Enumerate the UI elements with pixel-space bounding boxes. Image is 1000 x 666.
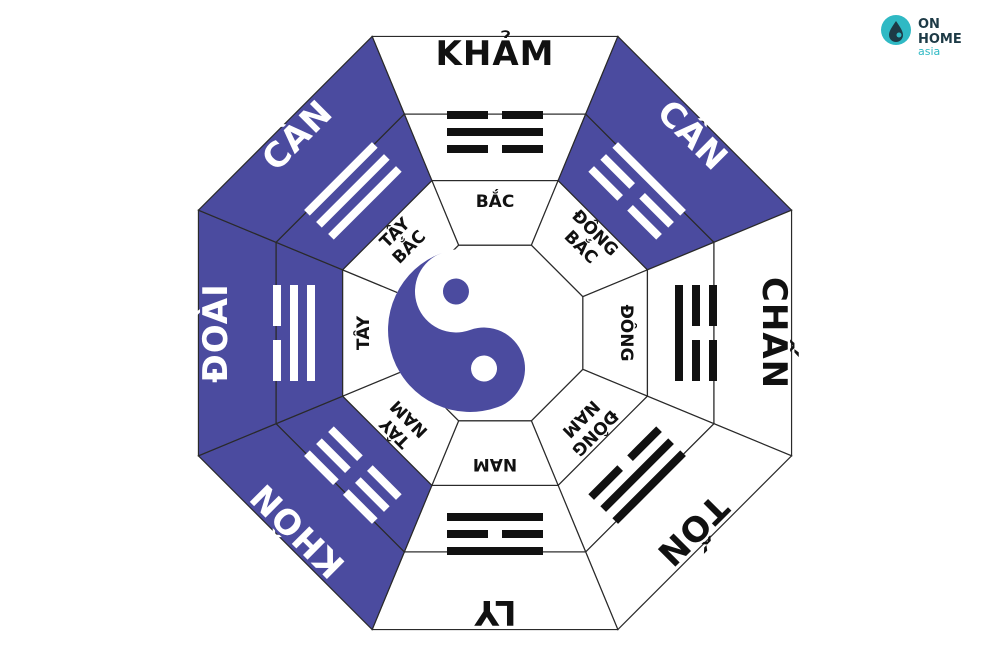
direction-west: TÂY	[352, 315, 374, 350]
trigram-east	[675, 285, 717, 381]
yin-line-left	[502, 530, 543, 538]
drop-icon	[881, 15, 911, 45]
yang-line	[612, 450, 686, 524]
yin-yang-symbol	[388, 248, 552, 412]
yang-line	[447, 128, 543, 136]
trigram-southeast	[588, 426, 686, 524]
direction-east: ĐÔNG	[616, 305, 638, 362]
trigram-northwest	[304, 142, 402, 240]
yin-line-left	[367, 465, 402, 500]
yin-line-left	[692, 285, 700, 326]
yin-line-left	[342, 489, 378, 524]
yin-line-right	[692, 340, 700, 381]
trigram-name-east: CHẤN	[754, 277, 799, 389]
direction-north: BẮC	[476, 188, 515, 212]
yin-line-left	[273, 340, 281, 381]
yin-line-left	[447, 111, 488, 119]
direction-word: NAM	[473, 454, 517, 474]
yin-line-right	[627, 205, 662, 240]
trigram-southwest	[304, 426, 402, 524]
trigram-south	[447, 513, 543, 555]
yin-line-right	[502, 145, 543, 153]
logo-word-on: ON	[918, 17, 940, 32]
logo-word-home: HOME	[918, 32, 962, 47]
yang-line	[600, 438, 674, 512]
yang-line	[290, 285, 298, 381]
yin-line-right	[502, 111, 543, 119]
yang-line	[307, 285, 315, 381]
trigram-symbols	[273, 111, 717, 555]
yin-line-left	[709, 285, 717, 326]
yang-line	[316, 154, 390, 228]
trigram-west	[273, 285, 315, 381]
yin-line-left	[354, 477, 390, 512]
yin-line-right	[447, 530, 488, 538]
yin-line-left	[588, 166, 623, 201]
yin-line-left	[600, 154, 636, 189]
yin-line-right	[588, 465, 623, 500]
yin-line-right	[316, 438, 351, 474]
yang-line	[447, 547, 543, 555]
yin-line-right	[328, 426, 363, 461]
yin-line-right	[639, 192, 674, 228]
onhome-asia-logo: ON HOME asia	[881, 15, 962, 58]
yin-yang-dark-dot	[442, 278, 469, 305]
trigram-band-north	[403, 113, 587, 182]
trigram-name-north: KHẢM	[436, 30, 555, 74]
direction-word: TÂY	[352, 315, 374, 350]
yin-yang-light-dot	[471, 355, 498, 382]
trigram-name-west: ĐOÀI	[195, 283, 236, 382]
yang-line	[447, 513, 543, 521]
yin-line-left	[627, 426, 662, 461]
trigram-northeast	[588, 142, 686, 240]
trigram-name-south: LY	[474, 592, 517, 632]
logo-word-asia: asia	[918, 45, 940, 58]
yang-line	[304, 142, 378, 216]
yin-line-right	[304, 450, 339, 486]
yang-line	[612, 142, 686, 216]
yin-line-right	[273, 285, 281, 326]
yang-line	[675, 285, 683, 381]
yin-line-right	[709, 340, 717, 381]
yang-line	[328, 166, 402, 240]
yin-line-left	[447, 145, 488, 153]
direction-word: BẮC	[476, 188, 515, 212]
direction-word: ĐÔNG	[616, 305, 638, 362]
trigram-north	[447, 111, 543, 153]
direction-south: NAM	[473, 454, 517, 474]
